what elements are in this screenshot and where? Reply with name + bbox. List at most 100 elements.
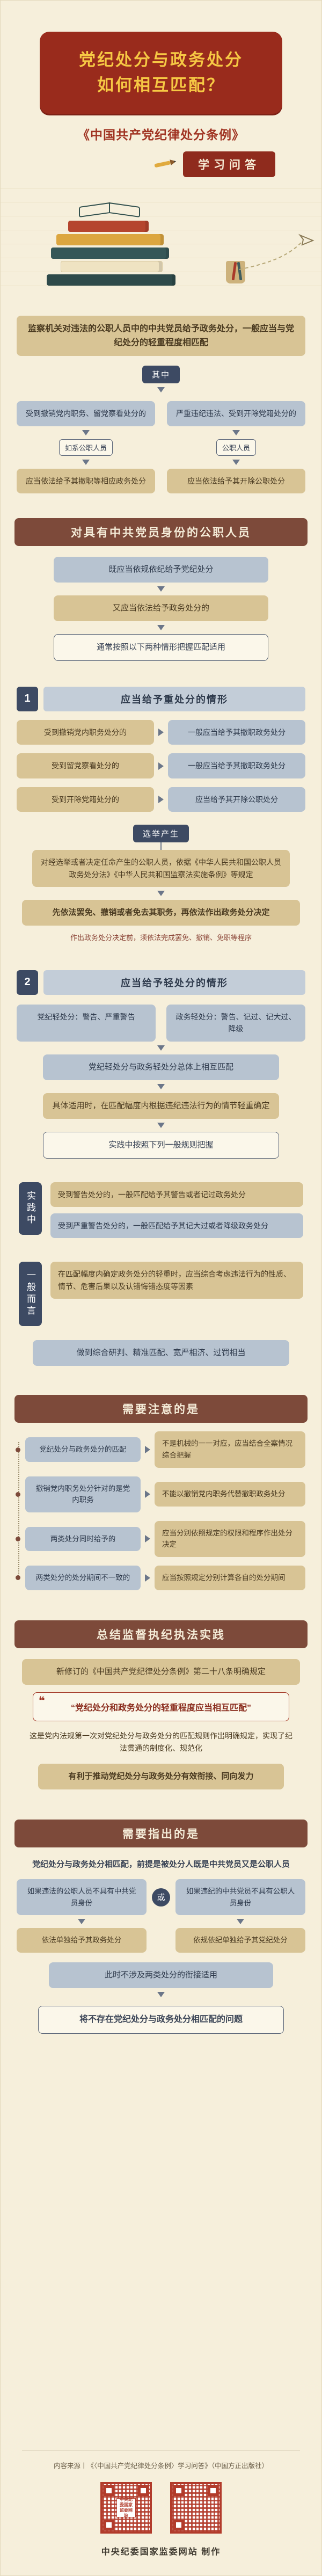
intro-flows: 受到撤销党内职务、留党察看处分的 如系公职人员 应当依法给予其撤职等相应政务处分… — [17, 401, 305, 493]
arrow-down-icon — [157, 624, 165, 630]
scope-step-3: 通常按照以下两种情形把握匹配适用 — [54, 634, 268, 661]
arrow-down-icon — [232, 459, 240, 465]
arrow-right-icon — [145, 1446, 150, 1454]
numbered-header: 1 应当给予重处分的情形 — [17, 686, 305, 711]
elected-chip: 选举产生 — [133, 825, 189, 843]
footer: 内容来源丨《〈中国共产党纪律处分条例〉学习问答》（中国方正出版社） 中央纪委国家… — [1, 2428, 321, 2575]
notice-right: 应当分别依照规定的权限和程序作出处分决定 — [155, 1520, 305, 1558]
arrow-down-icon — [157, 1992, 165, 1998]
case-right-box: 如果违纪的中共党员不具有公职人员身份 — [175, 1879, 305, 1916]
practice-label: 实践中 — [19, 1182, 42, 1235]
general-wide-note: 做到综合研判、精准匹配、宽严相济、过罚相当 — [33, 1340, 289, 1366]
connector-box: 如系公职人员 — [58, 439, 113, 456]
discipline-box: 受到开除党籍处分的 — [17, 787, 154, 812]
header: 党纪处分与政务处分 如何相互匹配？ 《中国共产党纪律处分条例》 学习问答 — [1, 1, 321, 300]
match-row: 受到开除党籍处分的 应当给予其开除公职处分 — [17, 787, 305, 812]
arrow-down-icon — [157, 387, 165, 393]
qr-center-label: 中央纪委国家监委网站 — [116, 2497, 136, 2518]
rule-box: 实践中按照下列一般规则把握 — [43, 1131, 279, 1159]
discipline-box: 受到留党察看处分的 — [17, 753, 154, 778]
arrow-down-icon — [157, 586, 165, 592]
regulation-title: 《中国共产党纪律处分条例》 — [77, 128, 245, 142]
ribbon-row: 学习问答 — [1, 151, 275, 177]
books-illustration — [1, 183, 321, 300]
summary-result-box: 有利于推动党纪处分与政务处分有效衔接、同向发力 — [38, 1764, 284, 1790]
content-source: 内容来源丨《〈中国共产党纪律处分条例〉学习问答》（中国方正出版社） — [53, 2462, 268, 2470]
intro-left-flow: 受到撤销党内职务、留党察看处分的 如系公职人员 应当依法给予其撤职等相应政务处分 — [17, 401, 155, 493]
gov-light-box: 政务轻处分：警告、记过、记大过、降级 — [166, 1004, 305, 1042]
match-statement-box: 党纪轻处分与政务轻处分总体上相互匹配 — [43, 1054, 279, 1080]
discipline-box: 受到撤销党内职务处分的 — [17, 719, 154, 745]
notice-right: 不是机械的一一对应，应当结合全案情况综合把握 — [155, 1431, 305, 1468]
scope-step-1: 既应当依规依纪给予党纪处分 — [54, 556, 268, 583]
section-bar: 对具有中共党员身份的公职人员 — [14, 518, 308, 546]
arrow-right-icon — [145, 1490, 150, 1498]
open-book-icon — [79, 202, 143, 219]
connector-line — [160, 842, 162, 850]
series-ribbon: 学习问答 — [183, 151, 275, 177]
notice-left: 两类处分的处分期间不一致的 — [25, 1566, 141, 1590]
arrow-down-icon — [237, 1919, 244, 1925]
arrow-right-icon — [145, 1574, 150, 1582]
sub-section-bar: 应当给予轻处分的情形 — [43, 970, 305, 995]
pointout-results: 依法单独给予其政务处分 依规依纪单独给予其党纪处分 — [17, 1915, 305, 1953]
practice-box-2: 受到严重警告处分的，一般匹配给予其记大过或者降级政务处分 — [50, 1213, 303, 1239]
condition-box: 严重违纪违法、受到开除党籍处分的 — [167, 401, 305, 426]
book-stack — [47, 202, 181, 286]
qr-code-website: 中央纪委国家监委网站 — [100, 2482, 152, 2534]
result-box: 应当依法给予其开除公职处分 — [167, 468, 305, 493]
match-row: 受到撤销党内职务处分的 一般应当给予其撤职政务处分 — [17, 719, 305, 745]
detail-box: 具体适用时，在匹配幅度内根据违纪违法行为的情节轻重确定 — [43, 1093, 279, 1119]
pointout-section: 需要指出的是 党纪处分与政务处分相匹配，前提是被处分人既是中共党员又是公职人员 … — [1, 1820, 321, 2034]
arrow-down-icon — [157, 1083, 165, 1089]
scope-step-2: 又应当依法给予政务处分的 — [54, 595, 268, 621]
arrow-down-icon — [232, 430, 240, 435]
case-left-result: 依法单独给予其政务处分 — [17, 1928, 147, 1953]
sanction-box: 应当给予其开除公职处分 — [168, 787, 305, 812]
case-left-box: 如果违法的公职人员不具有中共党员身份 — [17, 1879, 147, 1916]
credit-line: 中央纪委国家监委网站 制作 — [101, 2548, 221, 2557]
general-section: 一般而言 在匹配幅度内确定政务处分的轻重时，应当综合考虑违法行为的性质、情节、危… — [19, 1262, 303, 1327]
notice-left: 两类处分同时给予的 — [25, 1526, 141, 1552]
section-bar: 需要注意的是 — [14, 1395, 308, 1423]
number-chip: 1 — [17, 686, 38, 711]
intro-lead: 监察机关对违法的公职人员中的中共党员给予政务处分，一般应当与党纪处分的轻重程度相… — [17, 316, 305, 356]
practice-section: 实践中 受到警告处分的，一般匹配给予其警告或者记过政务处分 受到严重警告处分的，… — [19, 1182, 303, 1239]
notice-pair: 两类处分的处分期间不一致的 应当按照规定分别计算各自的处分期间 — [16, 1566, 305, 1590]
practice-box-1: 受到警告处分的，一般匹配给予其警告或者记过政务处分 — [50, 1182, 303, 1207]
arrow-down-icon — [157, 890, 165, 896]
scope-section: 对具有中共党员身份的公职人员 既应当依规依纪给予党纪处分 又应当依法给予政务处分… — [1, 518, 321, 661]
or-chip: 或 — [152, 1888, 170, 1906]
case-right-result: 依规依纪单独给予其党纪处分 — [175, 1928, 305, 1953]
general-box: 在匹配幅度内确定政务处分的轻重时，应当综合考虑违法行为的性质、情节、危害后果以及… — [50, 1262, 303, 1299]
intro-divider-chip: 其中 — [142, 366, 180, 384]
arrow-right-icon — [145, 1535, 150, 1543]
pencil-icon — [153, 156, 178, 172]
notice-left: 撤销党内职务处分针对的是党内职务 — [25, 1476, 141, 1512]
notice-pair: 两类处分同时给予的 应当分别依照规定的权限和程序作出处分决定 — [16, 1520, 305, 1558]
light-punishment-section: 2 应当给予轻处分的情形 党纪轻处分：警告、严重警告 政务轻处分：警告、记过、记… — [1, 970, 321, 1159]
procedure-note: 作出政务处分决定前，须依法完成罢免、撤销、免职等程序 — [70, 933, 252, 942]
connector-box: 公职人员 — [216, 439, 256, 456]
title-line-1: 党纪处分与政务处分 — [79, 50, 243, 69]
notice-pair: 撤销党内职务处分针对的是党内职务 不能以撤销党内职务代替撤职政务处分 — [16, 1476, 305, 1512]
numbered-header: 2 应当给予轻处分的情形 — [17, 970, 305, 995]
summary-intro-box: 新修订的《中国共产党纪律处分条例》第二十八条明确规定 — [22, 1658, 300, 1685]
pointout-intro: 党纪处分与政务处分相匹配，前提是被处分人既是中共党员又是公职人员 — [32, 1860, 290, 1869]
notice-right: 不能以撤销党内职务代替撤职政务处分 — [155, 1482, 305, 1507]
case-right-result-col: 依规依纪单独给予其党纪处分 — [175, 1915, 305, 1953]
arrow-down-icon — [82, 430, 90, 435]
qr-code-wechat — [170, 2482, 222, 2534]
notice-left: 党纪处分与政务处分的匹配 — [25, 1437, 141, 1462]
arrow-down-icon — [157, 1045, 165, 1051]
arrow-right-icon — [158, 729, 164, 737]
summary-section: 总结监督执纪执法实践 新修订的《中国共产党纪律处分条例》第二十八条明确规定 “党… — [1, 1620, 321, 1790]
notice-section: 需要注意的是 党纪处分与政务处分的匹配 不是机械的一一对应，应当结合全案情况综合… — [1, 1395, 321, 1590]
general-content: 在匹配幅度内确定政务处分的轻重时，应当综合考虑违法行为的性质、情节、危害后果以及… — [50, 1262, 303, 1299]
match-row: 受到留党察看处分的 一般应当给予其撤职政务处分 — [17, 753, 305, 778]
paper-plane-icon — [239, 234, 314, 270]
main-title-box: 党纪处分与政务处分 如何相互匹配？ — [40, 32, 282, 114]
arrow-down-icon — [78, 1919, 85, 1925]
heavy-punishment-section: 1 应当给予重处分的情形 受到撤销党内职务处分的 一般应当给予其撤职政务处分 受… — [1, 686, 321, 942]
practice-content: 受到警告处分的，一般匹配给予其警告或者记过政务处分 受到严重警告处分的，一般匹配… — [50, 1182, 303, 1239]
